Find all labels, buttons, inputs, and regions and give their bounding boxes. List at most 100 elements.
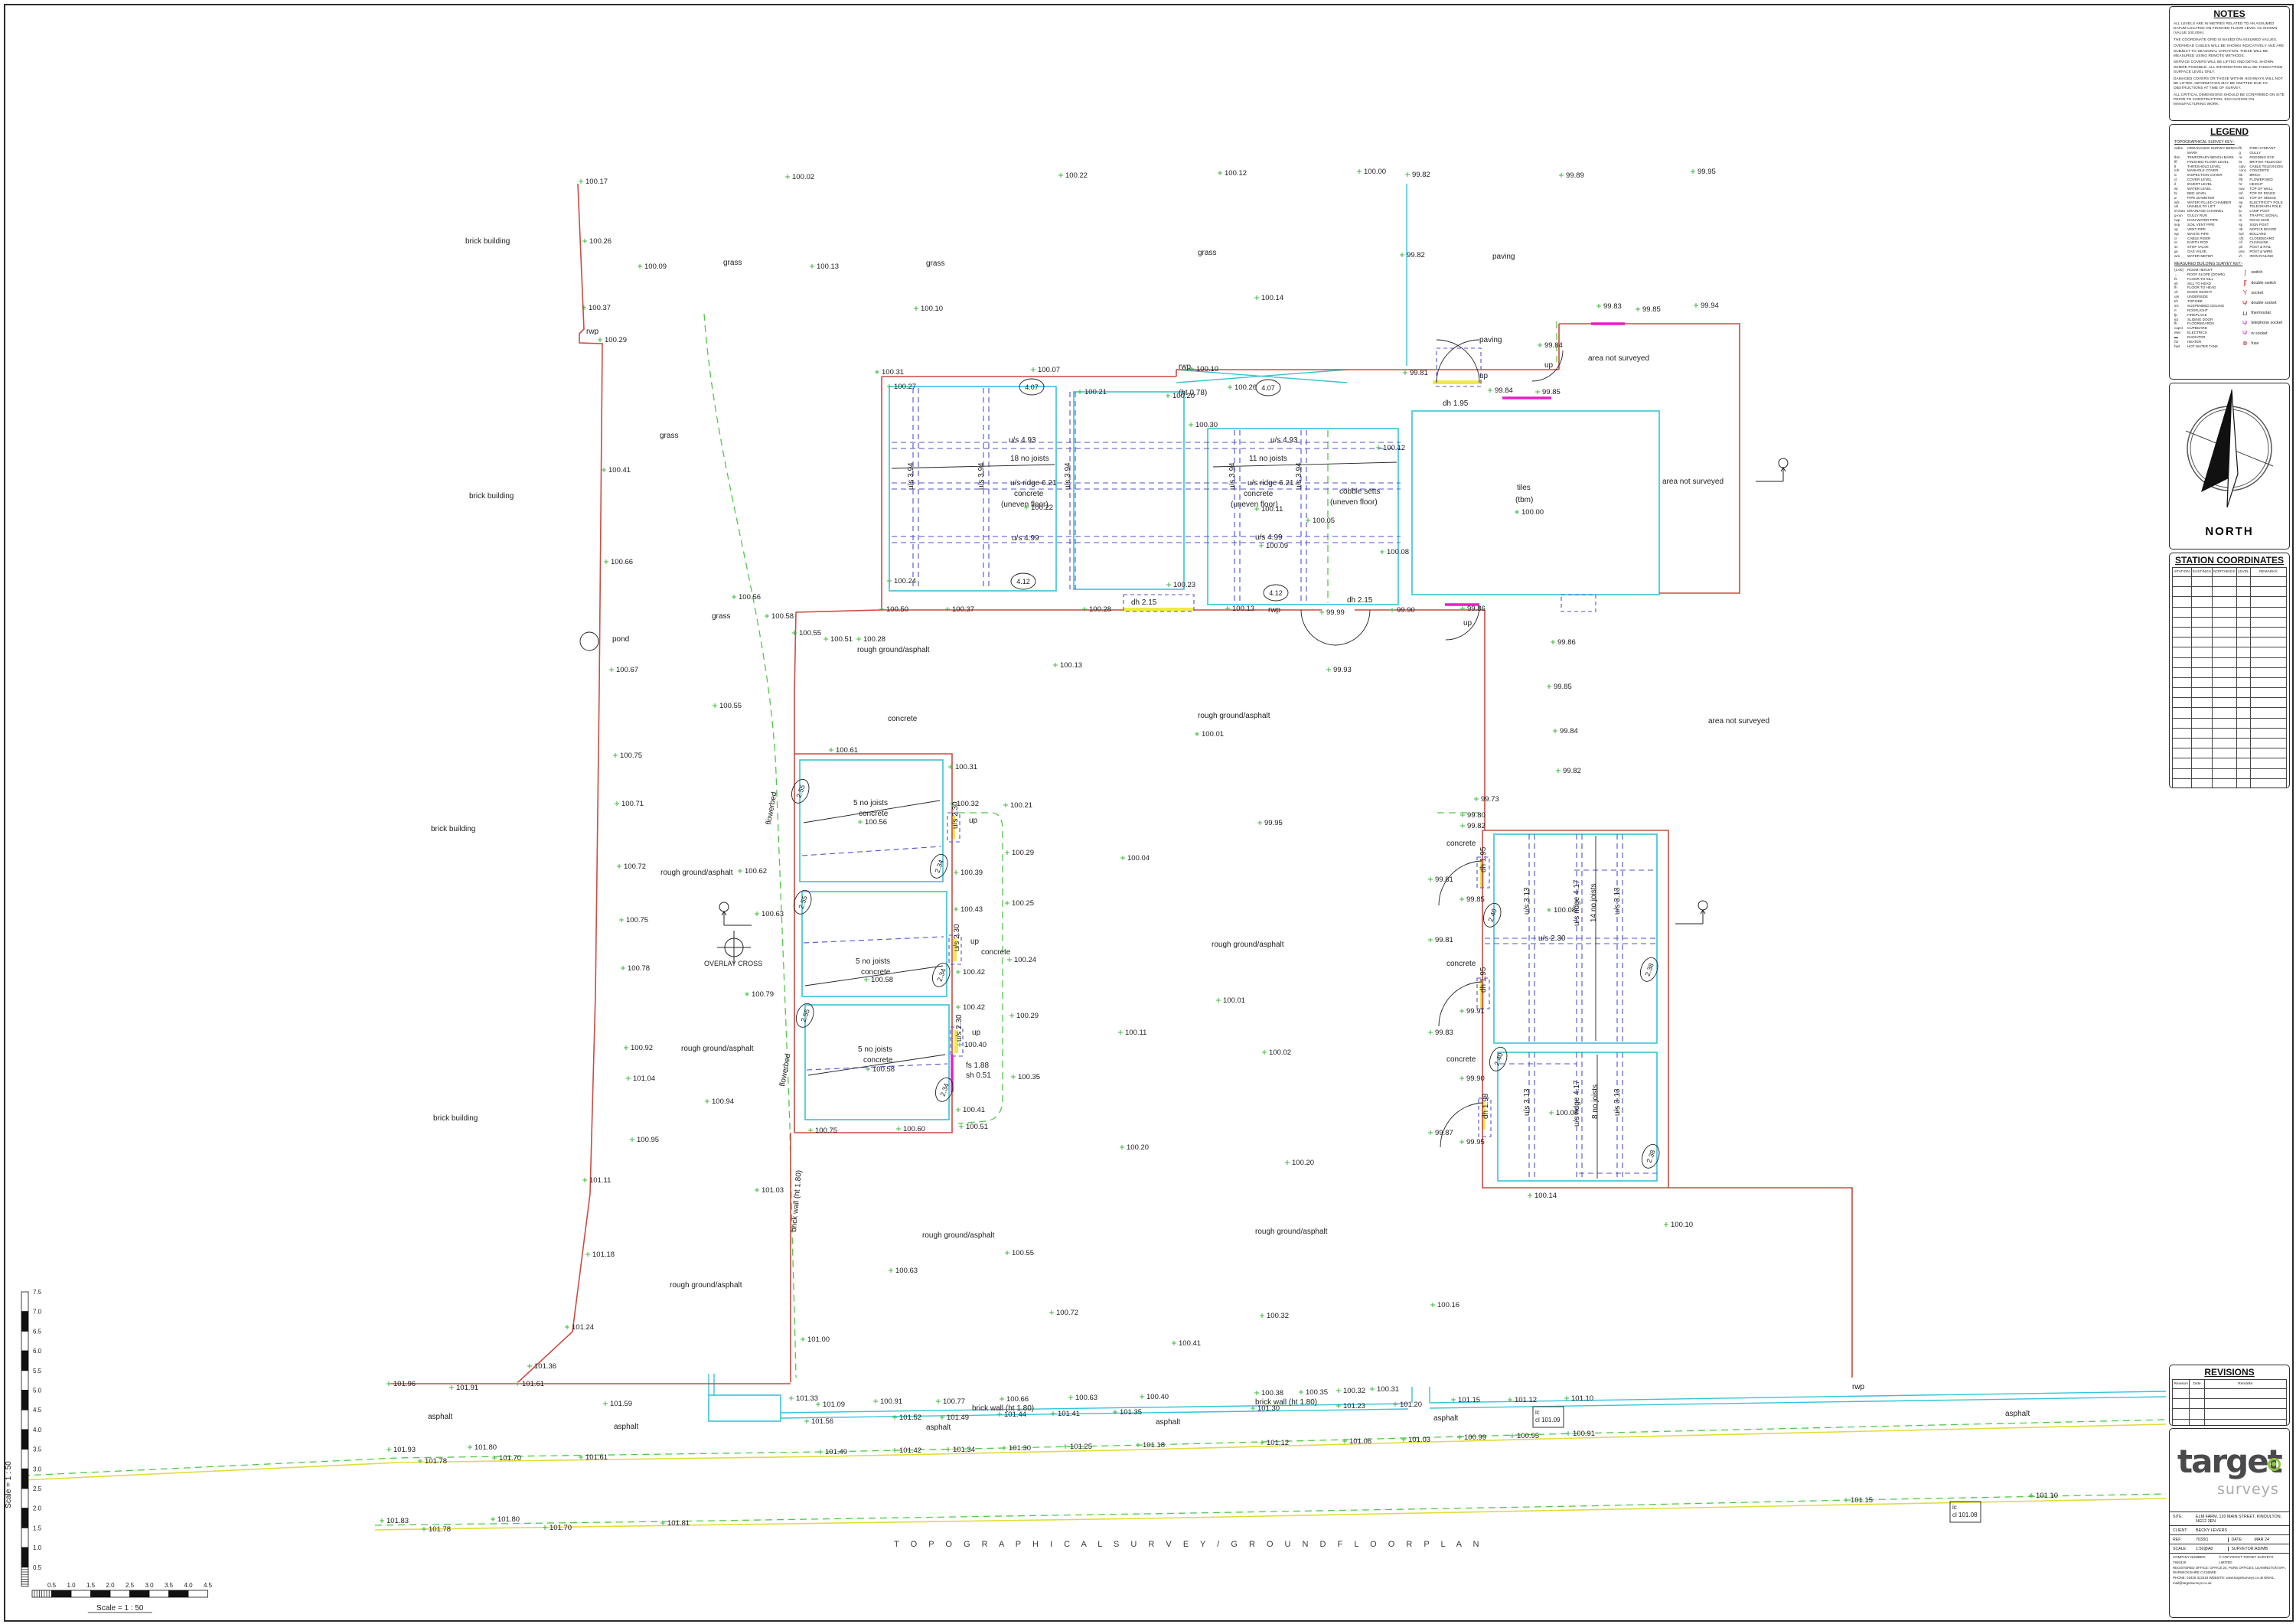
spot-level: 99.90 bbox=[1397, 606, 1415, 615]
spot-level: 100.31 bbox=[882, 368, 904, 377]
map-label: brick wall (ht 1.80) bbox=[972, 1404, 1034, 1413]
logo-sub: surveys bbox=[2217, 1481, 2279, 1498]
map-label: rough ground/asphalt bbox=[670, 1281, 742, 1290]
spot-level: 100.79 bbox=[752, 990, 774, 999]
spot-level: 99.81 bbox=[1435, 936, 1453, 944]
empty-row bbox=[2172, 778, 2288, 788]
map-label: grass bbox=[1198, 249, 1216, 257]
spot-level: 100.58 bbox=[771, 612, 794, 621]
spot-level: 101.70 bbox=[550, 1524, 572, 1532]
map-label: rough ground/asphalt bbox=[1255, 1228, 1328, 1236]
map-label: 18 no joists bbox=[1010, 455, 1049, 463]
empty-row bbox=[2172, 576, 2288, 588]
spot-level: 100.00 bbox=[1521, 508, 1544, 517]
map-label: u/s ridge 6.21 bbox=[1010, 479, 1057, 488]
map-label: 11 no joists bbox=[1249, 455, 1287, 463]
map-label: rough ground/asphalt bbox=[922, 1231, 995, 1240]
map-label: u/s 2.30 bbox=[953, 924, 961, 951]
spot-level: 100.55 bbox=[719, 702, 742, 710]
room-height: 2.38 bbox=[1645, 1149, 1656, 1164]
spot-level: 100.23 bbox=[1173, 581, 1195, 589]
spot-level: 100.62 bbox=[745, 867, 767, 876]
scale-tick: 5.0 bbox=[33, 1388, 42, 1394]
scale-tick: 2.0 bbox=[106, 1582, 115, 1589]
map-label: concrete bbox=[981, 948, 1011, 957]
spot-level: 99.82 bbox=[1467, 822, 1486, 830]
spot-level: 99.73 bbox=[1481, 795, 1499, 804]
spot-level: 100.08 bbox=[1387, 548, 1409, 556]
scale-tick: 6.0 bbox=[33, 1348, 42, 1355]
room-height: 2.55 bbox=[799, 1008, 810, 1023]
room-height: 2.40 bbox=[1492, 1052, 1504, 1067]
spot-level: 100.31 bbox=[955, 763, 977, 771]
spot-level: 100.94 bbox=[712, 1097, 734, 1106]
spot-level: 100.38 bbox=[1261, 1389, 1283, 1397]
room-height: 2.55 bbox=[797, 895, 808, 910]
map-label: area not surveyed bbox=[1662, 478, 1724, 486]
map-label: rough ground/asphalt bbox=[857, 646, 930, 654]
ref-value: 7033/1 bbox=[2196, 1537, 2209, 1542]
spot-level: 99.89 bbox=[1566, 171, 1584, 180]
spot-level: 100.71 bbox=[621, 800, 644, 808]
spot-level: 100.63 bbox=[895, 1267, 918, 1275]
spot-level: 99.85 bbox=[1466, 895, 1485, 904]
date-label: DATE: bbox=[2231, 1537, 2243, 1542]
site-value: ELM FARM, 120 MAIN STREET, KINOULTON, NG… bbox=[2196, 1514, 2282, 1524]
spot-level: 100.72 bbox=[1056, 1309, 1078, 1317]
scale-tick: 3.5 bbox=[165, 1582, 174, 1589]
spot-level: 101.61 bbox=[585, 1453, 608, 1462]
empty-row bbox=[2172, 697, 2288, 709]
scale-surveyor-row: SCALE:1:50@A0 SURVEYOR:AD/MB bbox=[2170, 1544, 2289, 1553]
spot-level: 101.70 bbox=[499, 1454, 521, 1463]
spot-level: 100.13 bbox=[1060, 661, 1082, 670]
notes-box: NOTES ALL LEVELS ARE IN METRES RELATED T… bbox=[2169, 6, 2290, 121]
spot-level: 100.75 bbox=[815, 1127, 837, 1135]
spot-level: 100.12 bbox=[1225, 169, 1247, 178]
spot-level: 100.13 bbox=[1232, 605, 1254, 613]
spot-level: 100.99 bbox=[1464, 1433, 1486, 1442]
spot-level: 101.36 bbox=[534, 1362, 556, 1371]
empty-row bbox=[2172, 667, 2288, 678]
map-label: grass bbox=[712, 612, 730, 621]
spot-level: 99.82 bbox=[1407, 251, 1425, 259]
map-label: flowerbed bbox=[765, 791, 778, 826]
window-markers bbox=[951, 322, 1625, 1092]
map-label: concrete bbox=[1244, 490, 1274, 498]
spot-level: 100.14 bbox=[1534, 1192, 1557, 1200]
spot-level: 100.35 bbox=[1018, 1073, 1040, 1081]
spot-level: 101.18 bbox=[1143, 1441, 1165, 1450]
spot-level: 100.20 bbox=[1172, 392, 1195, 400]
spot-level: 100.42 bbox=[963, 1003, 985, 1012]
spot-level: 99.81 bbox=[1410, 369, 1428, 377]
copyright: © COPYRIGHT TARGET SURVEYS LIMITED bbox=[2219, 1555, 2274, 1564]
spot-level: 100.58 bbox=[872, 1065, 895, 1074]
map-label: fs 1.88 bbox=[966, 1061, 989, 1070]
map-label: dh 1.95 bbox=[1479, 846, 1488, 872]
north-compass-icon bbox=[2185, 389, 2274, 508]
spot-level: 100.12 bbox=[1383, 444, 1405, 452]
scale-tick: 1.5 bbox=[86, 1582, 96, 1589]
spot-level: 99.93 bbox=[1333, 666, 1352, 674]
electrical-legend-item: ⊔thermostat bbox=[2239, 308, 2288, 318]
spot-level: 99.91 bbox=[1466, 1007, 1485, 1016]
spot-level: 100.29 bbox=[605, 336, 627, 344]
spot-level: 101.83 bbox=[386, 1517, 409, 1525]
socket-icon: Y bbox=[2242, 289, 2248, 297]
building-key-title: MEASURED BUILDING SURVEY KEY:- bbox=[2174, 261, 2243, 266]
scale-tick: 4.0 bbox=[184, 1582, 193, 1589]
